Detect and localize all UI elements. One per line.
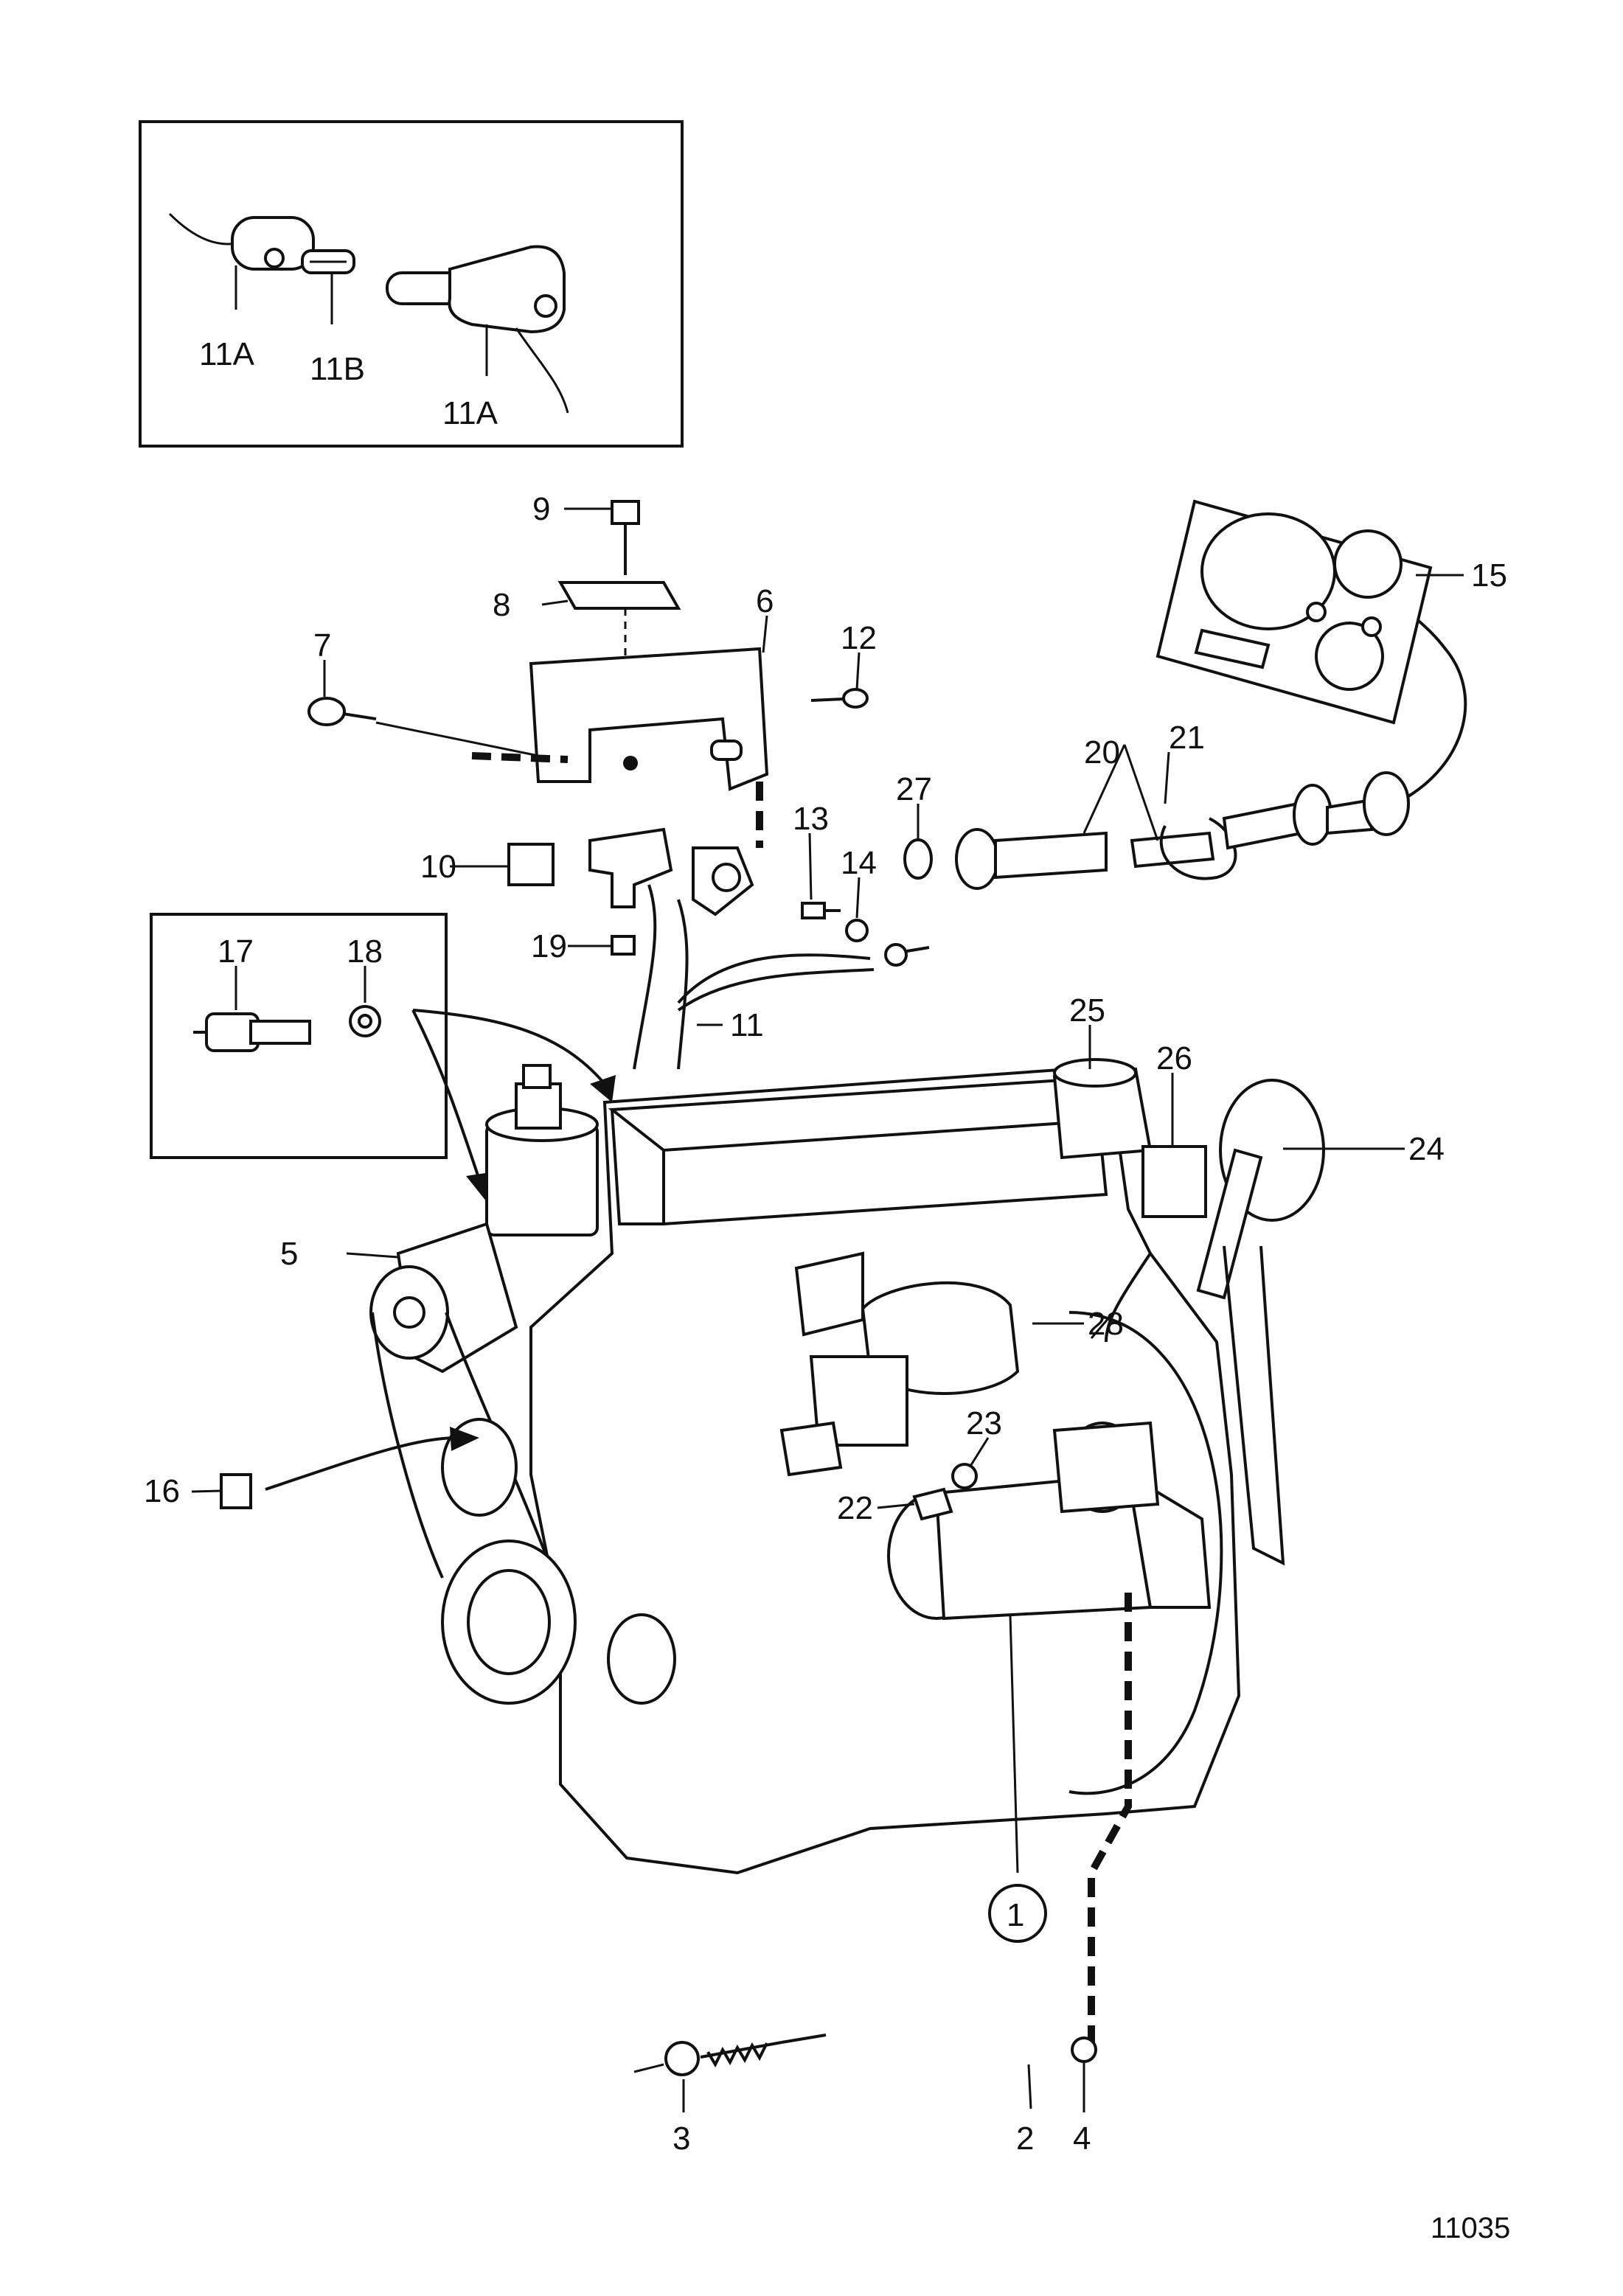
label-18: 18 <box>347 933 383 970</box>
figure-number: 11035 <box>1431 2212 1510 2244</box>
callout-21: 21 <box>1169 720 1205 756</box>
callout-22: 22 <box>837 1490 873 1526</box>
callout-10: 10 <box>420 849 456 885</box>
callout-3: 3 <box>673 2121 690 2157</box>
callout-25: 25 <box>1069 992 1105 1029</box>
label-11A-left: 11A <box>199 336 255 372</box>
callout-11: 11 <box>730 1007 764 1043</box>
callout-1: 1 <box>1007 1897 1024 1933</box>
callout-2: 2 <box>1016 2121 1034 2157</box>
callout-19: 19 <box>531 928 567 964</box>
callout-8: 8 <box>493 587 510 623</box>
callout-27: 27 <box>896 771 932 807</box>
leader-lines <box>191 507 1405 2112</box>
sensor-inset: 17 18 <box>150 913 616 1202</box>
callout-26: 26 <box>1156 1040 1192 1076</box>
callout-16: 16 <box>144 1473 180 1509</box>
callout-9: 9 <box>532 491 550 527</box>
bracket-assembly <box>307 500 933 1070</box>
callout-14: 14 <box>841 845 877 881</box>
callout-20: 20 <box>1084 734 1120 770</box>
instrument-harness <box>955 499 1467 890</box>
callout-5: 5 <box>280 1236 298 1272</box>
callout-15: 15 <box>1471 557 1507 594</box>
callout-labels: 1 2 3 4 5 6 7 8 9 10 11 12 13 14 15 16 1… <box>144 491 1507 2157</box>
label-17: 17 <box>218 933 254 970</box>
callout-12: 12 <box>841 620 877 656</box>
callout-28: 28 <box>1088 1306 1124 1342</box>
callout-24: 24 <box>1408 1131 1445 1167</box>
connector-inset: 11A 11B 11A <box>139 120 684 448</box>
label-11B: 11B <box>310 351 365 387</box>
callout-23: 23 <box>966 1405 1002 1441</box>
callout-13: 13 <box>793 801 829 837</box>
callout-4: 4 <box>1073 2121 1091 2157</box>
engine-block <box>220 1058 1325 2076</box>
callout-6: 6 <box>756 583 774 619</box>
label-11A-right: 11A <box>442 395 498 431</box>
callout-7: 7 <box>313 627 331 664</box>
